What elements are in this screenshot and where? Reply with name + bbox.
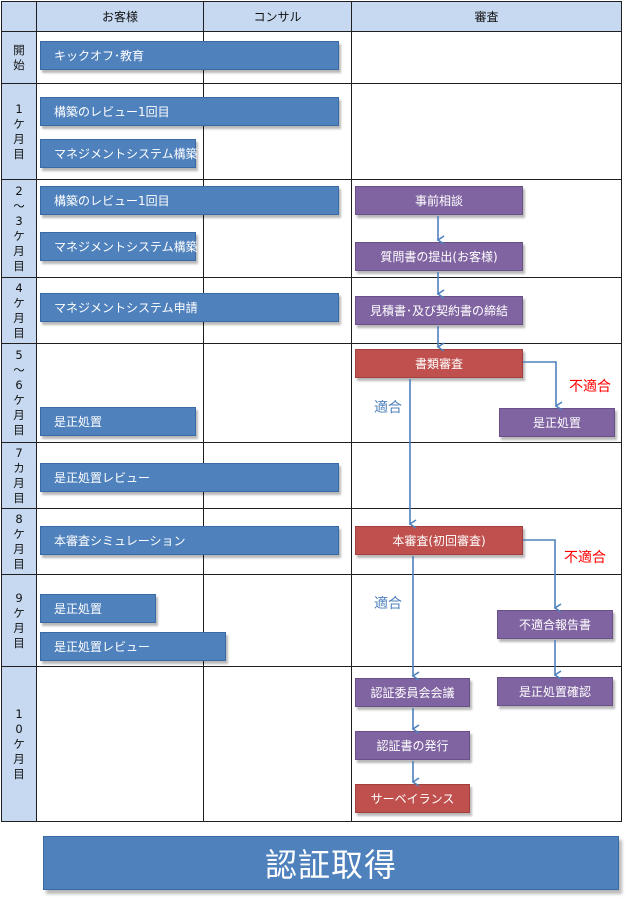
period-char: 開	[13, 42, 25, 57]
audit-questionnaire: 質問書の提出(お客様)	[355, 242, 523, 271]
period-char: 目	[13, 423, 25, 437]
label-fail-2: 不適合	[564, 550, 606, 566]
period-char: 月	[13, 751, 25, 766]
period-char: 目	[13, 258, 25, 273]
header-client: お客様	[36, 1, 204, 32]
period-start: 開始	[1, 31, 37, 84]
period-char: 5	[15, 348, 23, 362]
audit-cert-issue: 認証書の発行	[355, 731, 470, 760]
task-mgmt-apply: マネジメントシステム申請	[40, 293, 339, 322]
audit-correction-check: 是正処置確認	[497, 677, 613, 706]
period-label: 開始	[12, 43, 26, 73]
period-char: 6	[15, 378, 23, 392]
period-char: 始	[13, 57, 25, 72]
period-char: 1	[15, 101, 23, 116]
period-char: 2	[15, 183, 23, 198]
period-char: 〜	[13, 363, 25, 377]
header-corner	[1, 1, 37, 32]
label-pass-1: 適合	[374, 400, 402, 416]
audit-estimate: 見積書･及び契約書の締結	[355, 296, 523, 325]
period-char: ケ	[13, 228, 25, 243]
period-char: 4	[15, 280, 23, 295]
period-char: ケ	[13, 393, 25, 407]
grid-cell	[351, 83, 622, 180]
period-char: 月	[13, 243, 25, 258]
period-char: ケ	[13, 116, 25, 131]
period-char: 月	[13, 620, 25, 635]
final-certification-banner: 認証取得	[43, 836, 619, 890]
task-simulation: 本審査シミュレーション	[40, 526, 339, 555]
period-char: 月	[13, 131, 25, 146]
period-char: 月	[13, 541, 25, 556]
period-char: 目	[13, 766, 25, 781]
period-char: 9	[15, 590, 23, 605]
task-mgmt-build-a: マネジメントシステム構築	[40, 139, 198, 168]
task-correction-review-b: 是正処置レビュー	[40, 632, 226, 661]
period-char: 目	[13, 325, 25, 340]
period-char: 目	[13, 490, 25, 505]
audit-committee: 認証委員会会議	[355, 678, 470, 707]
period-char: 目	[13, 635, 25, 650]
period-char: 〜	[13, 198, 25, 213]
grid-cell	[203, 343, 352, 443]
period-char: 3	[15, 213, 23, 228]
label-fail-1: 不適合	[569, 379, 611, 395]
audit-surveillance: サーベイランス	[355, 784, 470, 813]
audit-pre-consult: 事前相談	[355, 186, 523, 215]
task-correction-a: 是正処置	[40, 407, 196, 436]
task-correction-review-a: 是正処置レビュー	[40, 463, 339, 492]
period-char: 0	[15, 721, 23, 736]
grid-cell	[203, 666, 352, 822]
period-char: ケ	[13, 605, 25, 620]
audit-correction: 是正処置	[499, 408, 615, 437]
period-char: 目	[13, 146, 25, 161]
period-char: ケ	[13, 526, 25, 541]
grid-cell	[351, 31, 622, 84]
task-correction-b: 是正処置	[40, 594, 156, 623]
audit-main-audit: 本審査(初回審査)	[355, 526, 523, 555]
task-review-1-b: 構築のレビュー1回目	[40, 186, 339, 215]
period-char: 月	[13, 310, 25, 325]
period-char: ケ	[13, 736, 25, 751]
grid-cell	[36, 666, 204, 822]
audit-nonconform-report: 不適合報告書	[497, 610, 613, 639]
task-mgmt-build-b: マネジメントシステム構築	[40, 232, 198, 261]
period-char: 8	[15, 511, 23, 526]
audit-doc-review: 書類審査	[355, 349, 523, 378]
period-char: 月	[13, 408, 25, 422]
task-kickoff: キックオフ･教育	[40, 41, 339, 70]
period-char: ケ	[13, 295, 25, 310]
header-audit: 審査	[351, 1, 622, 32]
header-consultant: コンサル	[203, 1, 352, 32]
label-pass-2: 適合	[374, 596, 402, 612]
period-char: カ	[13, 460, 25, 475]
period-char: 目	[13, 556, 25, 571]
period-char: 7	[15, 445, 23, 460]
grid-cell	[351, 442, 622, 509]
period-char: 1	[15, 706, 23, 721]
period-char: 月	[13, 475, 25, 490]
task-review-1-a: 構築のレビュー1回目	[40, 97, 339, 126]
